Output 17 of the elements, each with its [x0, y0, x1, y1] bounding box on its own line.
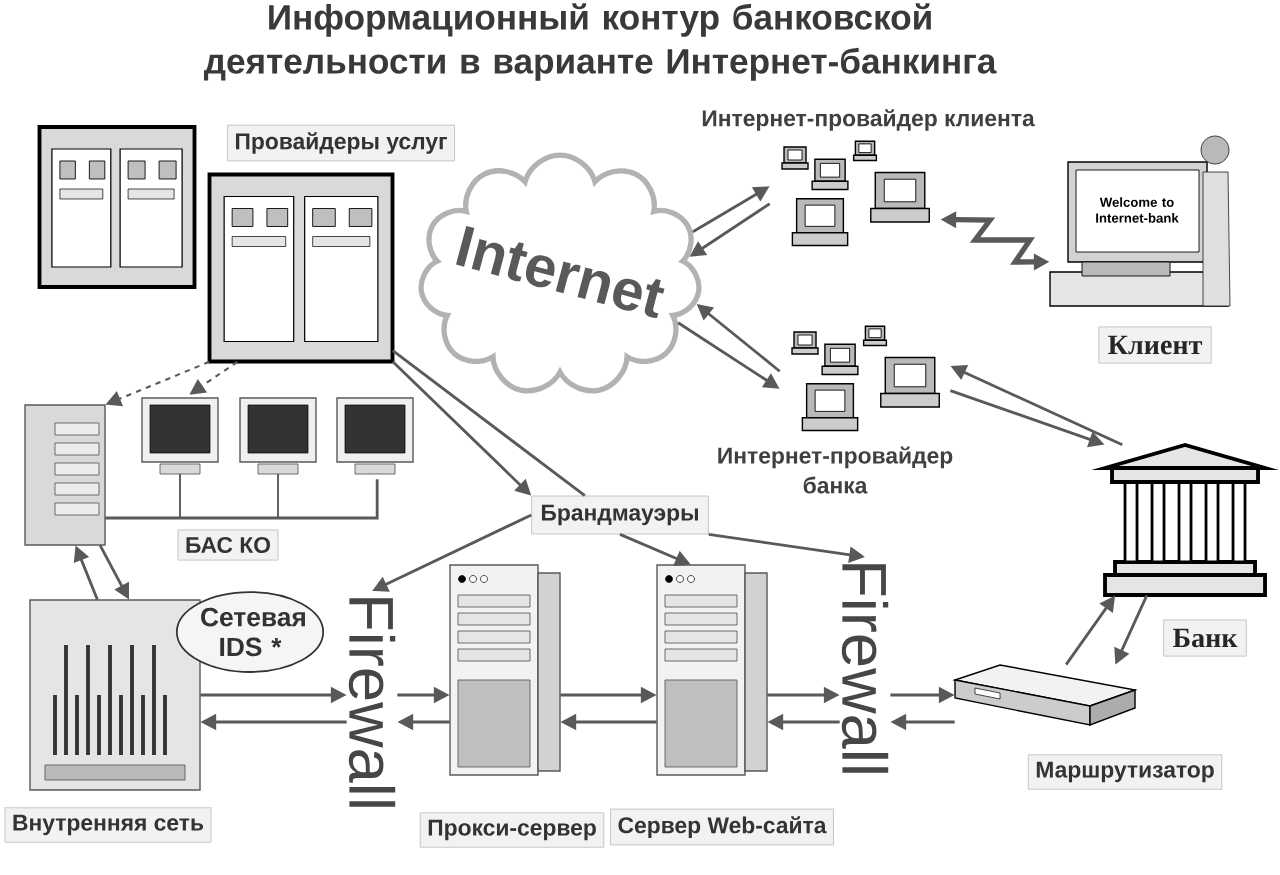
- title: Информационный контур банковской деятельности в варианте Интернет-банкинга: [203, 3, 997, 81]
- label-box: Брандмауэры: [531, 495, 709, 535]
- label-box: Внутренняя сеть: [4, 807, 212, 843]
- server-tower-drawing: [24, 404, 106, 546]
- label-box: Банк: [1163, 619, 1247, 657]
- caption-text: Интернет-провайдер клиента: [702, 109, 1035, 131]
- internet-text: Internet: [456, 225, 665, 318]
- label-box: Прокси-сервер: [419, 812, 605, 848]
- cabinet-drawing: [37, 125, 197, 289]
- caption-text: Интернет-провайдер банка: [718, 446, 953, 494]
- label-box: Маршрутизатор: [1027, 754, 1223, 790]
- label-box: Клиент: [1098, 326, 1212, 364]
- label-box: Сервер Web-сайта: [610, 808, 834, 846]
- firewall-text: Firewall: [348, 598, 396, 807]
- label-box: Провайдеры услуг: [227, 124, 455, 162]
- firewall-text: Firewall: [841, 564, 889, 773]
- label-box: БАС КО: [177, 529, 279, 561]
